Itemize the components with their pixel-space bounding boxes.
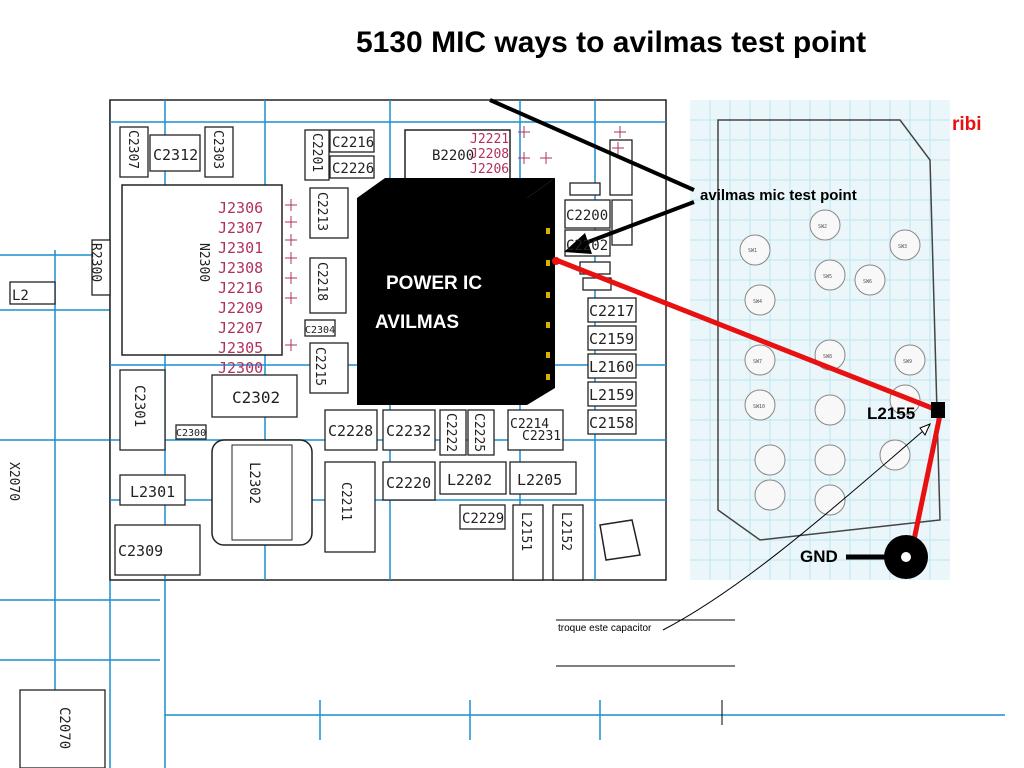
component-label: SW4 (753, 299, 762, 305)
component-label: C2312 (153, 146, 198, 164)
component-label: C2200 (566, 208, 608, 224)
corner-text: ribi (952, 114, 982, 135)
l2155-label: L2155 (867, 404, 916, 423)
component-label: C2218 (314, 262, 329, 301)
component-label: C2217 (589, 302, 634, 320)
capacitor-note: troque este capacitor (558, 623, 652, 634)
component-label: J2208 (470, 147, 509, 162)
component-label: SW1 (748, 248, 757, 254)
component-label: C2303 (210, 130, 225, 169)
component-label: C2302 (232, 388, 280, 407)
component-label: J2207 (218, 319, 263, 337)
component-label: C2226 (332, 161, 374, 177)
component-label: C2220 (386, 474, 431, 492)
j-label-plus-marks (285, 126, 626, 351)
note-arrowhead (919, 423, 931, 436)
component-label: J2306 (218, 199, 263, 217)
component-label: C2304 (305, 325, 335, 336)
component-label: C2231 (522, 429, 561, 444)
component-label: C2202 (566, 238, 608, 254)
test-point-dot (552, 257, 560, 265)
component-label: C2201 (309, 133, 324, 172)
component-label: C2216 (332, 135, 374, 151)
component-label: C2300 (176, 428, 206, 439)
component-label: SW5 (823, 274, 832, 280)
component-label: J2308 (218, 259, 263, 277)
component-label: C2228 (328, 422, 373, 440)
component-label: L2160 (589, 358, 634, 376)
component-label: J2300 (218, 359, 263, 377)
component-label: SW9 (903, 359, 912, 365)
component-label: J2221 (470, 132, 509, 147)
component-label: SW3 (898, 244, 907, 250)
component-label: L2205 (517, 471, 562, 489)
component-label: C2215 (312, 347, 327, 386)
component-label: L2302 (246, 462, 262, 504)
component-label: C2211 (338, 482, 353, 521)
keypad-board (690, 100, 950, 580)
component-label: J2305 (218, 339, 263, 357)
component-label: B2200 (432, 148, 474, 164)
component-label: J2307 (218, 219, 263, 237)
component-label: C2070 (56, 707, 72, 749)
l2155-pad (931, 402, 945, 418)
red-connection (555, 257, 943, 541)
mic-pointer-lines (489, 98, 695, 247)
component-label: J2301 (218, 239, 263, 257)
component-label: C2158 (589, 414, 634, 432)
component-label: C2307 (125, 130, 140, 169)
power-ic-label: POWER IC (386, 273, 483, 294)
component-label: C2229 (462, 511, 504, 527)
component-label: C2232 (386, 422, 431, 440)
gnd-pad (846, 535, 928, 579)
component-label: C2309 (118, 542, 163, 560)
component-label: L2152 (558, 512, 573, 551)
components (9, 126, 637, 768)
power-ic-chip (357, 178, 555, 405)
component-label: X2070 (6, 462, 21, 501)
mic-test-point-label: avilmas mic test point (700, 187, 857, 204)
component-label: C2225 (471, 413, 486, 452)
component-label: L2 (12, 288, 29, 304)
component-label: L2301 (130, 483, 175, 501)
component-label: C2213 (314, 192, 329, 231)
component-label: N2300 (196, 243, 211, 282)
component-label: C2159 (589, 330, 634, 348)
page-title: 5130 MIC ways to avilmas test point (356, 26, 867, 59)
component-label: SW6 (863, 279, 872, 285)
component-label: C2214 (510, 417, 549, 432)
gnd-label: GND (800, 547, 838, 566)
component-label: L2159 (589, 386, 634, 404)
component-label: R2300 (88, 243, 103, 282)
component-label: J2206 (470, 162, 509, 177)
component-label: SW2 (818, 224, 827, 230)
component-label: C2222 (443, 413, 458, 452)
component-label: SW8 (823, 354, 832, 360)
component-label: SW10 (753, 404, 765, 410)
mic-arrowhead (564, 233, 592, 254)
avilmas-label: AVILMAS (375, 312, 460, 333)
component-label: J2216 (218, 279, 263, 297)
component-label: L2202 (447, 471, 492, 489)
component-label: L2151 (518, 512, 533, 551)
note-pointer (556, 424, 931, 725)
component-label: C2301 (131, 385, 147, 427)
component-label: SW7 (753, 359, 762, 365)
component-label: J2209 (218, 299, 263, 317)
